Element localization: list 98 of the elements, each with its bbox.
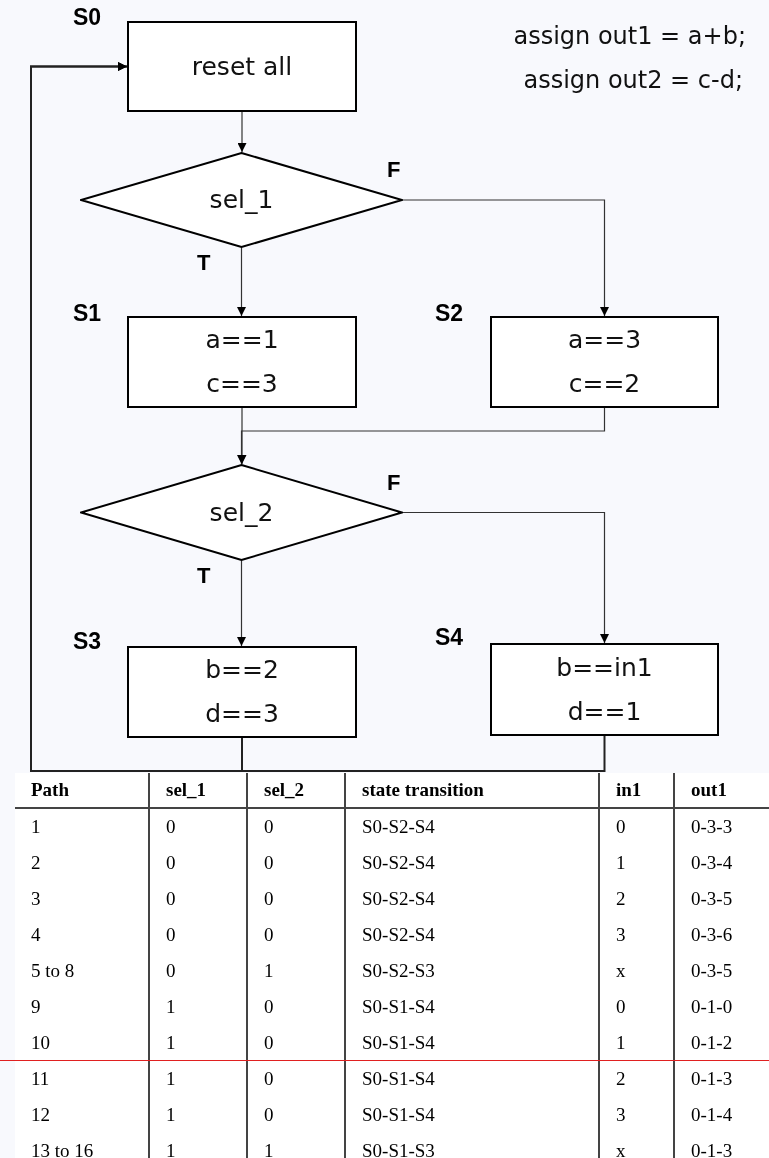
table-cell: 0-3-5 [674, 881, 769, 917]
table-cell: 1 [149, 1097, 247, 1133]
table-cell: 1 [247, 1133, 345, 1158]
state-label: S2 [435, 300, 464, 327]
table-cell: 2 [599, 1061, 674, 1097]
table-cell: 3 [15, 881, 149, 917]
table-cell: 0 [247, 1025, 345, 1061]
table-cell: 1 [149, 1133, 247, 1158]
arrow [402, 199, 609, 317]
table-cell: 1 [149, 1025, 247, 1061]
table-cell: 1 [599, 845, 674, 881]
table-cell: 0 [149, 953, 247, 989]
table-cell: 0-3-3 [674, 808, 769, 845]
arrow [30, 62, 606, 772]
process-box [490, 316, 719, 408]
table-cell: 0 [599, 989, 674, 1025]
table-cell: S0-S1-S4 [345, 1097, 599, 1133]
table-cell: 0 [247, 1097, 345, 1133]
code-line: assign out2 = c-d; [523, 65, 743, 96]
table-cell: S0-S1-S4 [345, 1061, 599, 1097]
table-cell: 11 [15, 1061, 149, 1097]
column-header: in1 [599, 773, 674, 808]
table-cell: x [599, 953, 674, 989]
column-header: state transition [345, 773, 599, 808]
decision-diamond [80, 152, 403, 248]
state-label: S3 [73, 628, 102, 655]
arrow [237, 560, 246, 647]
table-cell: S0-S2-S4 [345, 881, 599, 917]
table-cell: 3 [599, 917, 674, 953]
condition-text: d==1 [567, 695, 642, 728]
table-cell: 0 [247, 1061, 345, 1097]
condition-text: reset all [191, 50, 293, 83]
table-cell: 0 [247, 989, 345, 1025]
table-cell: 0 [247, 808, 345, 845]
table-cell: 0-1-3 [674, 1061, 769, 1097]
table-cell: 1 [149, 989, 247, 1025]
table-cell: 0-1-2 [674, 1025, 769, 1061]
table-cell: S0-S1-S3 [345, 1133, 599, 1158]
code-line: assign out1 = a+b; [513, 21, 746, 52]
condition-text: c==3 [206, 368, 278, 400]
process-box [127, 21, 357, 112]
table-cell: 0 [247, 881, 345, 917]
table-cell: S0-S2-S3 [345, 953, 599, 989]
table-cell: 0 [149, 808, 247, 845]
table-cell: S0-S1-S4 [345, 989, 599, 1025]
table-cell: 0-3-4 [674, 845, 769, 881]
table-cell: S0-S2-S4 [345, 808, 599, 845]
table-cell: 0 [149, 845, 247, 881]
decision-diamond [80, 464, 403, 561]
table-cell: 4 [15, 917, 149, 953]
table-cell: 10 [15, 1025, 149, 1061]
decision-label: sel_2 [209, 496, 274, 529]
condition-text: a==1 [205, 324, 279, 356]
column-header: out1 [674, 773, 769, 808]
table-cell: 1 [15, 808, 149, 845]
table-cell: S0-S2-S4 [345, 917, 599, 953]
table-cell: S0-S2-S4 [345, 845, 599, 881]
condition-text: b==in1 [556, 651, 653, 684]
table-cell: 0 [149, 917, 247, 953]
table-cell: 2 [599, 881, 674, 917]
table-cell: S0-S1-S4 [345, 1025, 599, 1061]
table-cell: 0 [599, 808, 674, 845]
column-header: sel_2 [247, 773, 345, 808]
table-cell: 0-3-5 [674, 953, 769, 989]
column-header: sel_1 [149, 773, 247, 808]
condition-text: b==2 [205, 654, 279, 686]
table-cell: 12 [15, 1097, 149, 1133]
table-cell: 2 [15, 845, 149, 881]
table-cell: 0-1-4 [674, 1097, 769, 1133]
condition-text: d==3 [205, 698, 279, 730]
process-box [127, 646, 357, 738]
table-cell: 9 [15, 989, 149, 1025]
table-cell: 0 [247, 917, 345, 953]
table-cell: 3 [599, 1097, 674, 1133]
table-cell: 1 [599, 1025, 674, 1061]
process-box [490, 643, 719, 736]
state-label: S0 [73, 4, 102, 31]
table-cell: 5 to 8 [15, 953, 149, 989]
table-cell: 0 [247, 845, 345, 881]
state-label: S1 [73, 300, 102, 327]
column-header: Path [15, 773, 149, 808]
table-cell: 0-3-6 [674, 917, 769, 953]
arrow [402, 511, 609, 644]
table-cell: 13 to 16 [15, 1133, 149, 1158]
decision-label: sel_1 [209, 184, 274, 216]
table-cell: 0-1-0 [674, 989, 769, 1025]
arrow [237, 407, 606, 465]
table-cell: 0 [149, 881, 247, 917]
table-cell: 1 [247, 953, 345, 989]
condition-text: c==2 [568, 368, 641, 400]
table-cell: 0-1-3 [674, 1133, 769, 1158]
state-label: S4 [435, 624, 464, 651]
arrow [237, 111, 247, 153]
process-box [127, 316, 357, 408]
table-cell: 1 [149, 1061, 247, 1097]
condition-text: a==3 [567, 324, 642, 356]
arrow [237, 247, 246, 317]
table-cell: x [599, 1133, 674, 1158]
